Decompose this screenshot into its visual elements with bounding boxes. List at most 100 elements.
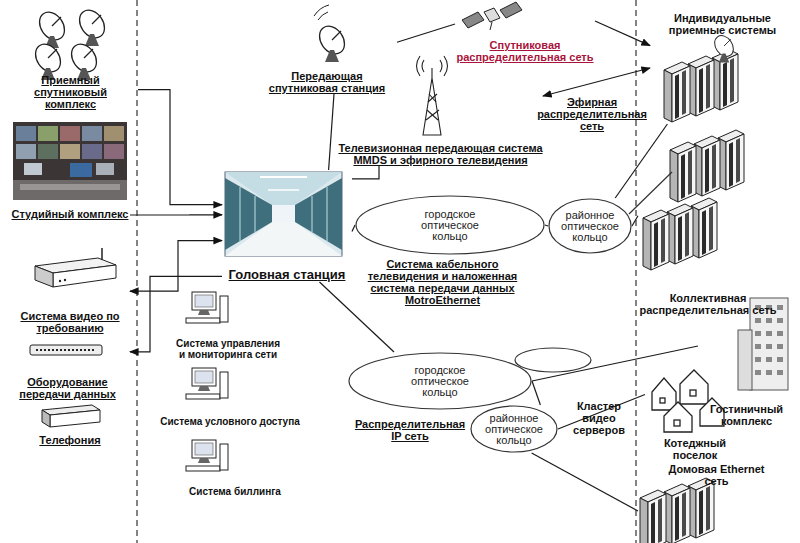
hotel-building [755, 344, 761, 349]
node-label: Студийный комплекс [12, 208, 129, 220]
node-label: городское оптическое кольцо [415, 209, 485, 242]
rack-dish [711, 32, 737, 62]
video-server-device [59, 280, 61, 282]
head-station-photo [260, 176, 307, 178]
computer-icons [186, 292, 228, 323]
studio-photo [16, 144, 36, 159]
satellite-dishes [74, 5, 109, 46]
studio-photo [16, 126, 36, 141]
network-ring [515, 348, 591, 372]
transmission-tower [431, 68, 432, 78]
video-server-device [35, 248, 116, 287]
head-station-photo [225, 172, 342, 256]
edge-label: Эфирная распределительная сеть [535, 96, 650, 132]
satellite-icon [462, 12, 484, 28]
data-equipment [36, 349, 96, 351]
satellite-icon [462, 2, 522, 30]
icon-node: Индивидуальные приемные системы [650, 12, 795, 124]
node-label: Приемный спутниковый комплекс [8, 74, 133, 110]
node-label: Система управления и мониторинга сети [172, 338, 284, 360]
icon-node: Передающая спутниковая станция [257, 20, 397, 94]
studio-photo [13, 122, 127, 200]
transmission-tower [417, 56, 448, 76]
ring-node: районное оптическое кольцо [470, 405, 558, 453]
icon-node: Система биллинга [180, 437, 290, 497]
connector [138, 90, 222, 205]
icon-node: Система видео по требованию [10, 250, 130, 334]
satellite-dishes [30, 5, 109, 80]
data-equipment [30, 345, 102, 355]
server-rack [640, 478, 714, 543]
icon-node: Телефония [20, 402, 120, 446]
connector [397, 24, 455, 42]
icon-node: Приемный спутниковый комплекс [3, 8, 138, 110]
icon-node: Котеджный поселок [645, 366, 745, 461]
connector [130, 276, 222, 351]
connector [130, 241, 222, 292]
video-server-device [35, 266, 53, 287]
hotel-building [755, 318, 761, 323]
video-server-device [101, 248, 103, 260]
node-label: Телевизионная передающая система MMDS и … [338, 142, 543, 166]
head-station-photo [225, 178, 272, 250]
ring-node: районное оптическое кольцо [548, 198, 632, 254]
icon-node: Спутниковая распределительная сеть [455, 3, 595, 63]
connector [558, 395, 645, 430]
studio-photo [24, 163, 42, 175]
transmission-tower [428, 94, 437, 102]
icon-node: Студийный комплекс [10, 120, 130, 220]
studio-photo [13, 122, 127, 200]
server-rack [670, 130, 744, 202]
cottage-houses [664, 402, 692, 432]
hotel-building [777, 370, 783, 375]
icon-node: Домовая Ethernet сеть [638, 463, 795, 543]
icon-node: Коллективная распределительная сеть [638, 198, 778, 316]
studio-photo [104, 144, 124, 159]
head-station-photo [311, 196, 312, 232]
studio-photo [82, 126, 102, 141]
hotel-building [766, 331, 772, 336]
hotel-building [777, 344, 783, 349]
connector [632, 216, 638, 226]
network-ring [515, 172, 672, 372]
hotel-building [766, 305, 772, 310]
divider-line [635, 0, 636, 543]
head-station-photo [225, 172, 342, 256]
node-label: районное оптическое кольцо [555, 210, 625, 243]
transmission-tower [423, 78, 441, 135]
satellite-icon [500, 2, 522, 18]
network-title: Система кабельного телевидения и наложен… [365, 258, 520, 306]
hotel-building [766, 357, 772, 362]
node-label: Индивидуальные приемные системы [650, 12, 795, 36]
connector [615, 124, 667, 198]
network-title: Распределительная IP сеть [350, 418, 470, 442]
studio-photo [104, 126, 124, 141]
node-label: Система условного доступа [160, 416, 299, 427]
cottage-houses [690, 390, 696, 396]
ring-node: городское оптическое кольцо [348, 352, 532, 410]
connector [545, 225, 548, 226]
satellite-dishes [34, 7, 69, 48]
studio-photo [38, 144, 58, 159]
studio-photo [96, 163, 114, 175]
ring-outline [349, 353, 531, 409]
telephony-device [42, 405, 100, 427]
hotel-building [755, 305, 761, 310]
satellite-dishes [30, 39, 65, 80]
connector [595, 21, 650, 46]
server-rack [640, 50, 744, 543]
node-label: Телефония [39, 434, 100, 446]
hotel-building [777, 305, 783, 310]
hotel-building [755, 370, 761, 375]
video-server-device [53, 265, 116, 287]
rack-dish [711, 32, 737, 62]
cottage-houses [660, 398, 665, 403]
hotel-building [766, 370, 772, 375]
satellite-icon [490, 22, 492, 30]
head-station-photo [326, 187, 327, 241]
hotel-building [755, 331, 761, 336]
ring-outline [348, 352, 532, 410]
transmission-tower [429, 94, 436, 102]
computer-icons [186, 292, 228, 471]
